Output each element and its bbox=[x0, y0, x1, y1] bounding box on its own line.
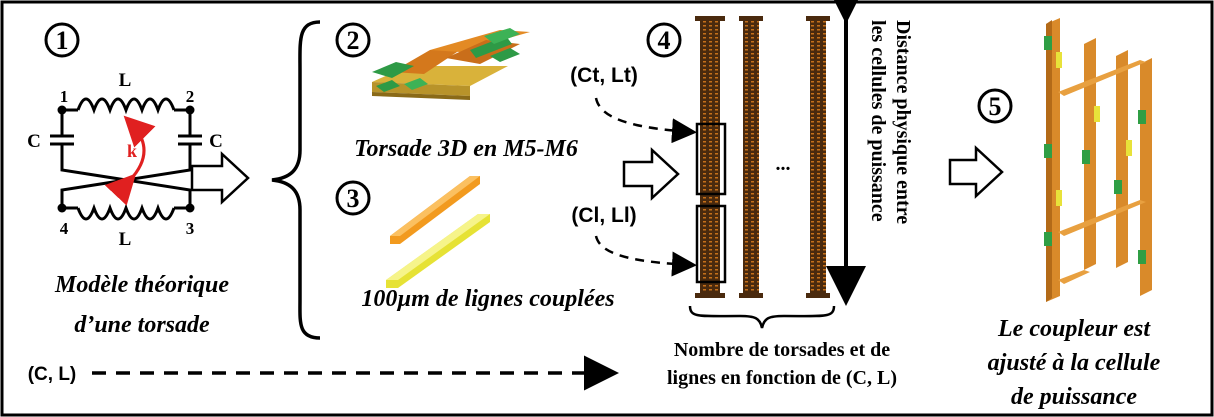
twist-3d-render bbox=[372, 28, 530, 100]
hollow-arrow-3 bbox=[948, 145, 1004, 199]
param-cl-ll: (Cl, Ll) bbox=[571, 204, 636, 227]
step-5-number: 5 bbox=[989, 92, 1002, 121]
lines-highlight-box bbox=[695, 204, 727, 284]
cap-right-label: C bbox=[209, 131, 223, 152]
circuit-nodes bbox=[57, 105, 195, 213]
distance-label-line1: Distance physique entre bbox=[892, 20, 914, 224]
coupler-caption-line3: de puissance bbox=[1011, 384, 1137, 410]
step-4-number: 4 bbox=[658, 26, 671, 55]
count-label-line1: Nombre de torsades et de bbox=[674, 339, 890, 361]
step-3-badge: 3 bbox=[335, 180, 371, 216]
node-3-label: 3 bbox=[186, 219, 195, 238]
inductor-bottom-label: L bbox=[119, 229, 132, 250]
inductor-top-label: L bbox=[119, 70, 132, 91]
model-caption-line2: d’une torsade bbox=[74, 312, 210, 338]
step-3-number: 3 bbox=[347, 184, 360, 213]
count-label-line2: lignes en fonction de (C, L) bbox=[667, 367, 897, 389]
top-inductor bbox=[76, 97, 176, 115]
distance-label-line2: les cellules de puissance bbox=[867, 20, 889, 222]
coupled-lines-render bbox=[386, 176, 490, 288]
columns-ellipsis: ... bbox=[776, 153, 791, 175]
twist-3d-caption: Torsade 3D en M5-M6 bbox=[354, 136, 578, 162]
twist-highlight-box bbox=[695, 122, 727, 196]
hollow-arrow-2 bbox=[622, 147, 680, 201]
coupling-label: k bbox=[127, 141, 137, 161]
param-c-l: (C, L) bbox=[28, 364, 77, 385]
coupled-lines-caption: 100µm de lignes couplées bbox=[361, 286, 614, 312]
ct-lt-dashed-arrow bbox=[594, 97, 697, 144]
cl-ll-dashed-arrow bbox=[594, 235, 697, 277]
node-1-label: 1 bbox=[60, 87, 69, 106]
coupler-caption-line2: ajusté à la cellule bbox=[988, 350, 1161, 376]
step-1-number: 1 bbox=[56, 26, 69, 55]
cap-left-label: C bbox=[27, 131, 41, 152]
param-ct-lt: (Ct, Lt) bbox=[570, 64, 638, 87]
count-brace bbox=[688, 305, 836, 329]
step-4-badge: 4 bbox=[646, 22, 682, 58]
node-4-label: 4 bbox=[60, 219, 69, 238]
step-2-number: 2 bbox=[347, 26, 360, 55]
coupler-layout-lines bbox=[695, 16, 830, 298]
step-5-badge: 5 bbox=[977, 88, 1013, 124]
hollow-arrow-1 bbox=[190, 151, 250, 205]
step-1-badge: 1 bbox=[44, 22, 80, 58]
circuit-labels: L L C C k 1 2 4 3 bbox=[27, 70, 223, 250]
group-brace bbox=[271, 20, 321, 340]
step-2-badge: 2 bbox=[335, 22, 371, 58]
final-coupler-render bbox=[1044, 18, 1152, 302]
coupling-arrow bbox=[104, 115, 156, 206]
model-caption-line1: Modèle théorique bbox=[54, 272, 229, 298]
bottom-inductor bbox=[76, 203, 176, 221]
node-2-label: 2 bbox=[186, 87, 195, 106]
coupler-caption-line1: Le coupleur est bbox=[997, 316, 1151, 342]
